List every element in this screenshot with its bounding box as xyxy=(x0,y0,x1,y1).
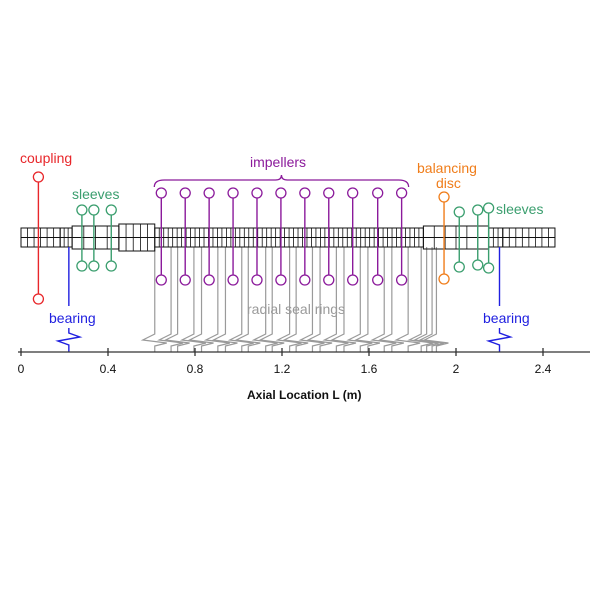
seal-ring-spring xyxy=(322,247,349,352)
impeller-top-node xyxy=(203,187,215,199)
seal-ring-spring xyxy=(211,247,238,352)
sleeve-top-node xyxy=(76,204,88,216)
bearing-right-label: bearing xyxy=(483,310,530,326)
impeller-top-node xyxy=(395,187,408,199)
seal-ring-spring xyxy=(306,247,333,352)
sleeves-left-label: sleeves xyxy=(72,186,119,202)
sleeve-top-node xyxy=(88,204,100,216)
axis-tick-label: 0.8 xyxy=(187,362,204,376)
impeller-bottom-node xyxy=(347,274,359,286)
sleeve-top-node xyxy=(482,202,495,214)
seal-rings-label: radial seal rings xyxy=(247,301,345,317)
bearing-spring xyxy=(55,328,83,352)
sleeve-bottom-node xyxy=(472,259,484,271)
x-axis: 0 0.4 0.8 1.2 1.6 2 2.4 xyxy=(18,348,590,376)
axis-tick-label: 1.2 xyxy=(274,362,291,376)
bearing-left-label: bearing xyxy=(49,310,96,326)
balancing-disc-bottom-node xyxy=(438,273,450,285)
seal-ring-spring xyxy=(187,247,214,352)
impeller-top-node xyxy=(299,187,311,199)
balancing-disc-label-line2: disc xyxy=(436,175,461,191)
shaft xyxy=(20,223,556,252)
impeller-top-node xyxy=(275,187,287,199)
sleeve-bottom-node xyxy=(76,260,88,272)
axis-tick-label: 1.6 xyxy=(361,362,378,376)
axis-tick-label: 0.4 xyxy=(100,362,117,376)
seal-ring-spring xyxy=(203,247,230,352)
sleeve-top-node xyxy=(472,204,484,216)
impeller-bottom-node xyxy=(251,274,263,286)
impeller-top-node xyxy=(323,187,335,199)
seal-rings-group xyxy=(140,247,449,352)
sleeve-bottom-node xyxy=(453,261,465,273)
coupling-top-node xyxy=(32,171,45,183)
impeller-top-node xyxy=(251,187,263,199)
seal-ring-spring xyxy=(234,247,261,352)
sleeves-right-label: sleeves xyxy=(496,201,543,217)
seal-ring-spring xyxy=(346,247,373,352)
sleeve-bottom-node xyxy=(482,262,495,274)
impeller-bottom-node xyxy=(275,274,287,286)
impeller-bottom-node xyxy=(155,274,167,286)
seal-ring-spring xyxy=(412,247,439,352)
impeller-top-node xyxy=(372,187,384,199)
seal-ring-spring xyxy=(227,247,254,352)
impeller-top-node xyxy=(347,187,359,199)
impeller-top-node xyxy=(179,187,191,199)
impeller-top-node xyxy=(227,187,239,199)
seal-ring-spring xyxy=(394,247,421,352)
seal-ring-spring xyxy=(298,247,325,352)
seal-ring-spring xyxy=(377,247,404,352)
impeller-bottom-node xyxy=(323,274,335,286)
balancing-disc-label-line1: balancing xyxy=(417,160,477,176)
impeller-bottom-node xyxy=(372,274,384,286)
impeller-bottom-node xyxy=(395,274,408,286)
impeller-bottom-node xyxy=(203,274,215,286)
seal-ring-spring xyxy=(329,247,357,352)
coupling-label: coupling xyxy=(20,150,72,166)
seal-ring-spring xyxy=(140,247,167,352)
seal-ring-spring xyxy=(422,247,449,352)
seal-ring-spring xyxy=(275,247,302,352)
seal-ring-spring xyxy=(370,247,397,352)
bearing-spring xyxy=(485,328,514,352)
components-group xyxy=(32,171,514,352)
seal-ring-spring xyxy=(157,247,184,352)
seal-ring-spring xyxy=(163,247,190,352)
sleeve-bottom-node xyxy=(88,260,100,272)
impeller-bottom-node xyxy=(227,274,239,286)
impeller-bottom-node xyxy=(299,274,311,286)
axis-title: Axial Location L (m) xyxy=(247,388,361,402)
sleeve-bottom-node xyxy=(105,260,117,272)
impeller-top-node xyxy=(155,187,167,199)
seal-ring-spring xyxy=(353,247,381,352)
impellers-brace xyxy=(153,174,410,188)
sleeve-top-node xyxy=(453,206,465,218)
impeller-bottom-node xyxy=(179,274,191,286)
axis-tick-label: 2 xyxy=(453,362,460,376)
axis-tick-label: 0 xyxy=(18,362,25,376)
seal-ring-spring xyxy=(258,247,285,352)
balancing-disc-top-node xyxy=(438,191,450,203)
seal-ring-spring xyxy=(282,247,309,352)
impellers-label: impellers xyxy=(250,154,306,170)
seal-ring-spring xyxy=(407,247,434,352)
seal-ring-spring xyxy=(251,247,278,352)
seal-ring-spring xyxy=(179,247,207,352)
coupling-bottom-node xyxy=(32,293,45,305)
axis-tick-label: 2.4 xyxy=(535,362,552,376)
sleeve-top-node xyxy=(105,204,117,216)
